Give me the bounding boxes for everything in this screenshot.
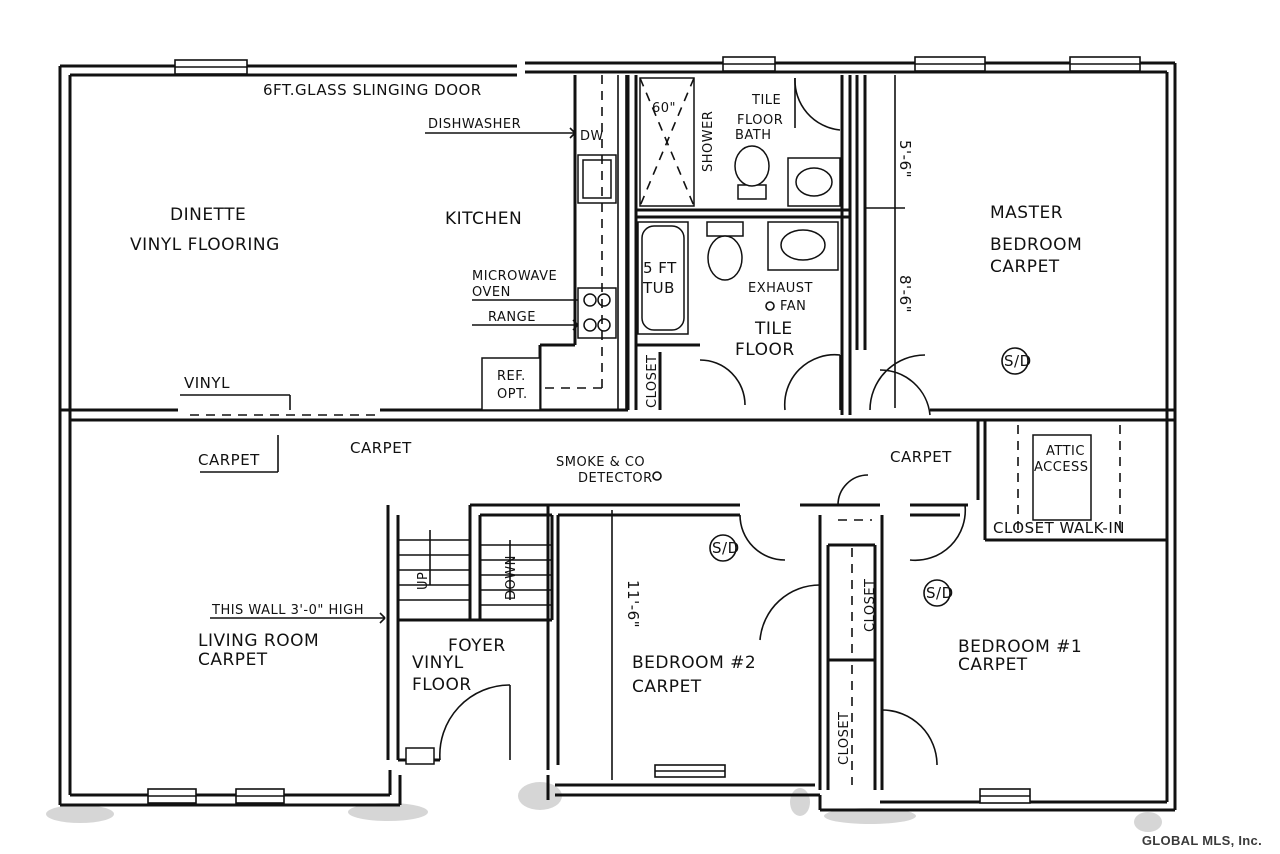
ref-label-1: REF. (497, 369, 526, 384)
dim-11-6: 11'-6" (624, 580, 642, 628)
bedroom2-label-1: BEDROOM #2 (632, 653, 756, 673)
closet-upper-label: CLOSET (863, 579, 878, 633)
master-label-3: CARPET (990, 257, 1060, 277)
shower-size-label: 60" (652, 101, 676, 116)
annotation-lines (180, 75, 905, 780)
foyer-label-1: FOYER (448, 636, 506, 656)
ref-label-2: OPT. (497, 387, 528, 402)
attic-label-2: ACCESS (1034, 460, 1089, 475)
tub-label-2: TUB (642, 279, 675, 297)
fixtures (398, 75, 1121, 785)
tub-label-1: 5 FT (643, 259, 677, 277)
bedroom1-label-1: BEDROOM #1 (958, 637, 1082, 657)
master-label-2: BEDROOM (990, 235, 1082, 255)
dw-label: DW (580, 129, 604, 144)
kitchen-label: KITCHEN (445, 209, 522, 229)
windows (147, 56, 1141, 804)
bath-label-3: BATH (735, 128, 772, 143)
hall-closet-label: CLOSET (645, 355, 660, 409)
attic-label-1: ATTIC (1046, 444, 1085, 459)
sd-master: S/D (1004, 352, 1032, 370)
bath-label-2: FLOOR (737, 113, 783, 128)
stairs-down-label: DOWN (504, 555, 519, 600)
foyer-label-2: VINYL (412, 653, 464, 673)
tile-floor-label-2: FLOOR (735, 340, 795, 360)
vinyl-label: VINYL (184, 374, 230, 392)
foyer-label-3: FLOOR (412, 675, 472, 695)
exterior-walls (58, 61, 1177, 812)
microwave-label-2: OVEN (472, 285, 511, 300)
bath-label-1: TILE (751, 93, 781, 108)
closet-lower-label: CLOSET (837, 712, 852, 766)
sd-bedroom2: S/D (712, 539, 740, 557)
closet-walk-in-label: CLOSET WALK-IN (993, 519, 1125, 537)
smoke-label-2: DETECTOR (578, 471, 653, 486)
bedroom1-label-2: CARPET (958, 655, 1028, 675)
dim-8-6: 8'-6" (896, 275, 914, 313)
smudge (1134, 812, 1162, 832)
smudge (348, 803, 428, 821)
living-label-2: CARPET (198, 650, 268, 670)
microwave-label-1: MICROWAVE (472, 269, 557, 284)
smudge (518, 782, 562, 810)
dinette-label-2: VINYL FLOORING (130, 235, 280, 255)
dinette-label-1: DINETTE (170, 205, 246, 225)
carpet-label-left: CARPET (198, 451, 260, 469)
smoke-label-1: SMOKE & CO (556, 455, 645, 470)
smudge (46, 805, 114, 823)
master-label-1: MASTER (990, 203, 1063, 223)
watermark: GLOBAL MLS, Inc. (1141, 833, 1262, 848)
sliding-door-label: 6FT.GLASS SLINGING DOOR (263, 81, 482, 99)
detector-markers (652, 301, 1029, 607)
exhaust-label-2: FAN (780, 299, 806, 314)
interior-walls (60, 75, 1175, 790)
dishwasher-label: DISHWASHER (428, 117, 521, 132)
stairs-up-label: UP (416, 572, 431, 590)
doors (439, 77, 967, 766)
dim-5-6: 5'-6" (896, 140, 914, 178)
range-label: RANGE (488, 310, 536, 325)
smudge (824, 808, 916, 824)
wall-note-label: THIS WALL 3'-0" HIGH (211, 603, 364, 618)
exhaust-label-1: EXHAUST (748, 281, 813, 296)
smudge (790, 788, 810, 816)
bedroom2-label-2: CARPET (632, 677, 702, 697)
sd-bedroom1: S/D (926, 584, 954, 602)
shower-label: SHOWER (701, 111, 716, 172)
living-label-1: LIVING ROOM (198, 631, 319, 651)
carpet-label-right: CARPET (890, 448, 952, 466)
carpet-label-center: CARPET (350, 439, 412, 457)
tile-floor-label-1: TILE (754, 319, 793, 339)
